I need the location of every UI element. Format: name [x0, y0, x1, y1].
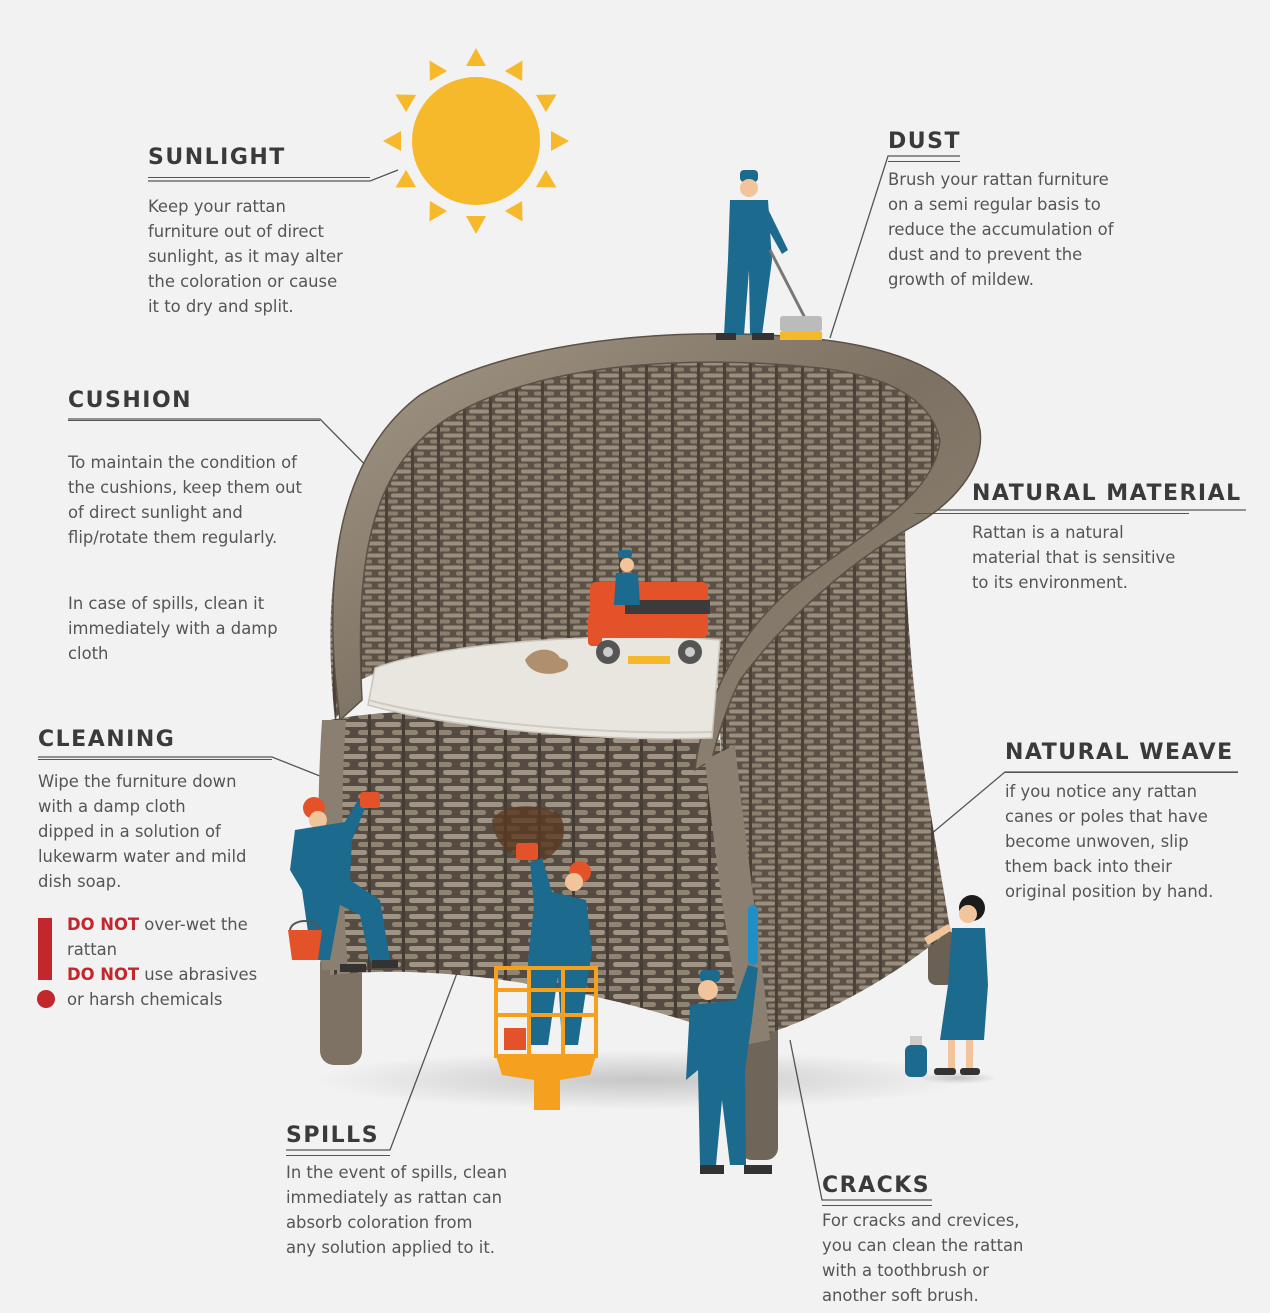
section-dust: DUST Brush your rattan furniture on a se… [888, 128, 1168, 292]
section-natural-weave: NATURAL WEAVE if you notice any rattan c… [1005, 739, 1255, 904]
sweeper-vehicle-illustration [588, 550, 710, 664]
warning-item: DO NOT use abrasives or harsh chemicals [67, 962, 278, 1012]
section-title: DUST [888, 129, 961, 154]
title-underline [148, 177, 370, 178]
section-cracks: CRACKS For cracks and crevices, you can … [822, 1172, 1072, 1308]
warning-emphasis: DO NOT [67, 965, 140, 984]
section-body: if you notice any rattan canes or poles … [1005, 782, 1214, 901]
title-underline [888, 161, 960, 162]
section-body: Brush your rattan furniture on a semi re… [888, 170, 1114, 289]
rattan-chair-illustration [310, 333, 982, 1160]
section-body: Wipe the furniture down with a damp clot… [38, 772, 247, 891]
cushion-paragraph: To maintain the condition of the cushion… [68, 453, 302, 547]
cushion-paragraph: In case of spills, clean it immediately … [68, 594, 278, 663]
title-underline [915, 513, 1189, 514]
section-cleaning: CLEANING Wipe the furniture down with a … [38, 726, 288, 894]
climbing-worker-illustration [288, 792, 398, 972]
warning-text: use abrasives or harsh chemicals [67, 965, 258, 1009]
warning-emphasis: DO NOT [67, 915, 140, 934]
section-title: CUSHION [68, 388, 193, 413]
title-underline [1005, 772, 1238, 773]
section-title: CRACKS [822, 1173, 931, 1198]
maid-illustration [905, 895, 998, 1084]
lift-worker-illustration [494, 843, 598, 1110]
dust-worker-illustration [716, 170, 822, 340]
brush-worker-illustration [686, 905, 772, 1174]
warning-text: over-wet the rattan [67, 915, 248, 959]
warning-item: DO NOT over-wet the rattan [67, 912, 278, 962]
cleaning-warnings: DO NOT over-wet the rattan DO NOT use ab… [37, 912, 278, 1012]
section-sunlight: SUNLIGHT Keep your rattan furniture out … [148, 144, 398, 319]
section-title: SPILLS [286, 1123, 380, 1148]
section-body: To maintain the condition of the cushion… [68, 425, 348, 691]
section-body: Rattan is a natural material that is sen… [972, 523, 1176, 592]
section-spills: SPILLS In the event of spills, clean imm… [286, 1122, 546, 1260]
exclamation-dot-icon [37, 990, 55, 1008]
section-body: In the event of spills, clean immediatel… [286, 1163, 508, 1257]
section-title: CLEANING [38, 727, 176, 752]
section-natural-material: NATURAL MATERIAL Rattan is a natural mat… [915, 480, 1252, 595]
title-underline [68, 420, 320, 421]
title-underline [286, 1155, 390, 1156]
section-title: SUNLIGHT [148, 145, 286, 170]
section-body: For cracks and crevices, you can clean t… [822, 1211, 1024, 1305]
section-title: NATURAL WEAVE [1005, 740, 1234, 765]
title-underline [822, 1205, 932, 1206]
sun-icon [383, 48, 569, 234]
title-underline [38, 759, 272, 760]
section-title: NATURAL MATERIAL [972, 481, 1242, 506]
exclamation-icon [38, 918, 52, 980]
section-body: Keep your rattan furniture out of direct… [148, 197, 343, 316]
section-cushion: CUSHION To maintain the condition of the… [68, 387, 348, 691]
